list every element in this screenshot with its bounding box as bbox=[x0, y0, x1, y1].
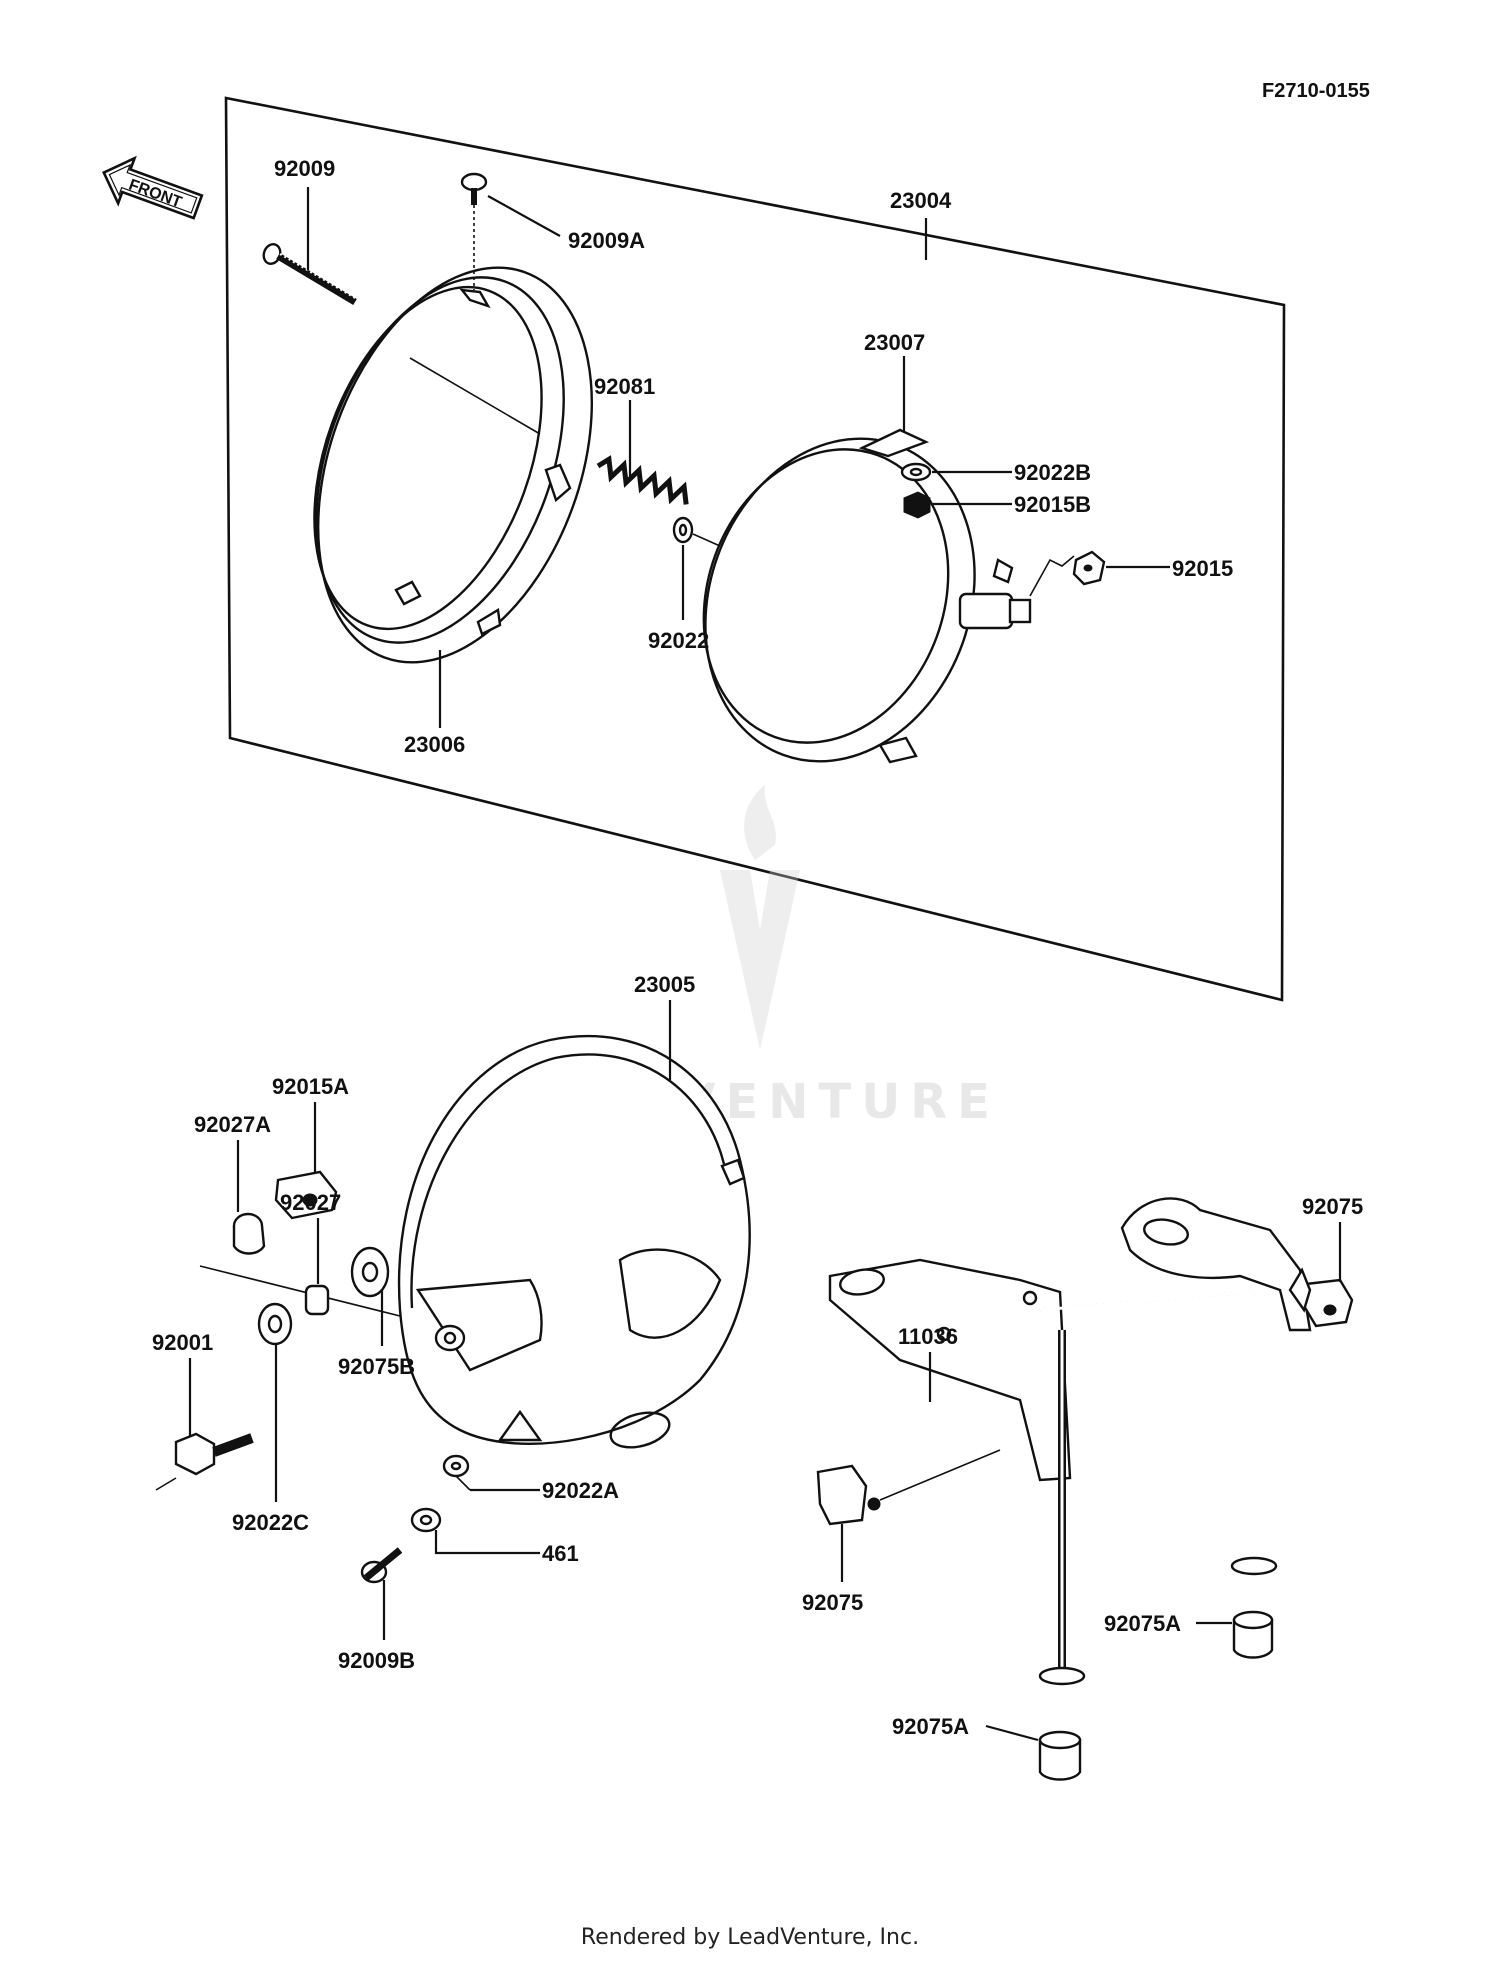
clip-92075-bottom bbox=[816, 1464, 881, 1526]
axis-rim bbox=[409, 357, 541, 435]
label-92075-top: 92075 bbox=[1302, 1194, 1363, 1219]
axis-92022A bbox=[455, 1475, 471, 1491]
label-92015: 92015 bbox=[1172, 556, 1233, 581]
diagram-code: F2710-0155 bbox=[1262, 80, 1370, 102]
label-92022B: 92022B bbox=[1014, 460, 1091, 485]
label-92081: 92081 bbox=[594, 374, 655, 399]
axis-92022 bbox=[692, 533, 721, 547]
reflector-23007 bbox=[702, 428, 1032, 764]
leader-92009A bbox=[487, 195, 561, 237]
label-92015B: 92015B bbox=[1014, 492, 1091, 517]
bracket-11036 bbox=[828, 1197, 1312, 1670]
front-arrow-icon: FRONT bbox=[102, 155, 204, 220]
grommet-92075A-left bbox=[1038, 1666, 1086, 1781]
nut-92015B bbox=[903, 491, 931, 519]
screw-92009 bbox=[262, 243, 357, 306]
housing-shell-23005 bbox=[397, 1034, 751, 1449]
label-92001: 92001 bbox=[152, 1330, 213, 1355]
rim-ring-23006 bbox=[313, 266, 593, 664]
clip-nut-92015 bbox=[1072, 550, 1106, 586]
label-92027: 92027 bbox=[280, 1190, 341, 1215]
axis-11036 bbox=[879, 1449, 1001, 1501]
washer-92022 bbox=[672, 516, 694, 544]
footer-credit: Rendered by LeadVenture, Inc. bbox=[581, 1925, 919, 1950]
collar-92027 bbox=[304, 1284, 330, 1316]
label-23004: 23004 bbox=[890, 188, 952, 213]
label-92075A-right: 92075A bbox=[1104, 1611, 1181, 1636]
label-92075A-left: 92075A bbox=[892, 1714, 969, 1739]
label-92022A: 92022A bbox=[542, 1478, 619, 1503]
bolt-92001 bbox=[174, 1432, 254, 1476]
label-92009: 92009 bbox=[274, 156, 335, 181]
label-92015A: 92015A bbox=[272, 1074, 349, 1099]
leader-461 bbox=[434, 1530, 540, 1555]
bushing-92027A bbox=[232, 1212, 266, 1255]
label-23005: 23005 bbox=[634, 972, 695, 997]
label-92075-bottom: 92075 bbox=[802, 1590, 863, 1615]
screw-92009B bbox=[360, 1547, 403, 1584]
screw-92009A bbox=[460, 172, 488, 205]
axis-92001 bbox=[155, 1477, 177, 1491]
label-92022C: 92022C bbox=[232, 1510, 309, 1535]
label-23007: 23007 bbox=[864, 330, 925, 355]
label-92009B: 92009B bbox=[338, 1648, 415, 1673]
washer-92022B bbox=[900, 462, 932, 482]
washer-461 bbox=[410, 1507, 442, 1533]
label-92075B: 92075B bbox=[338, 1354, 415, 1379]
washer-92022A bbox=[442, 1454, 470, 1478]
label-92027A: 92027A bbox=[194, 1112, 271, 1137]
axis-92015 bbox=[1029, 555, 1075, 597]
label-92009A: 92009A bbox=[568, 228, 645, 253]
axis-92027A bbox=[199, 1265, 401, 1317]
grommet-92075A-right bbox=[1230, 1556, 1278, 1659]
leadventure-watermark-logo bbox=[720, 785, 800, 1050]
label-461: 461 bbox=[542, 1541, 579, 1566]
washer-92022C bbox=[257, 1302, 293, 1346]
clip-92075-top bbox=[1288, 1267, 1354, 1328]
spring-92081 bbox=[596, 455, 689, 505]
label-23006: 23006 bbox=[404, 732, 465, 757]
bracket-92015A bbox=[274, 1170, 338, 1220]
leader-92075A-left bbox=[985, 1724, 1039, 1742]
label-11036: 11036 bbox=[898, 1324, 958, 1349]
label-92022: 92022 bbox=[648, 628, 709, 653]
grommet-92075B bbox=[350, 1246, 390, 1298]
sub-assembly-panel bbox=[224, 96, 1286, 1002]
